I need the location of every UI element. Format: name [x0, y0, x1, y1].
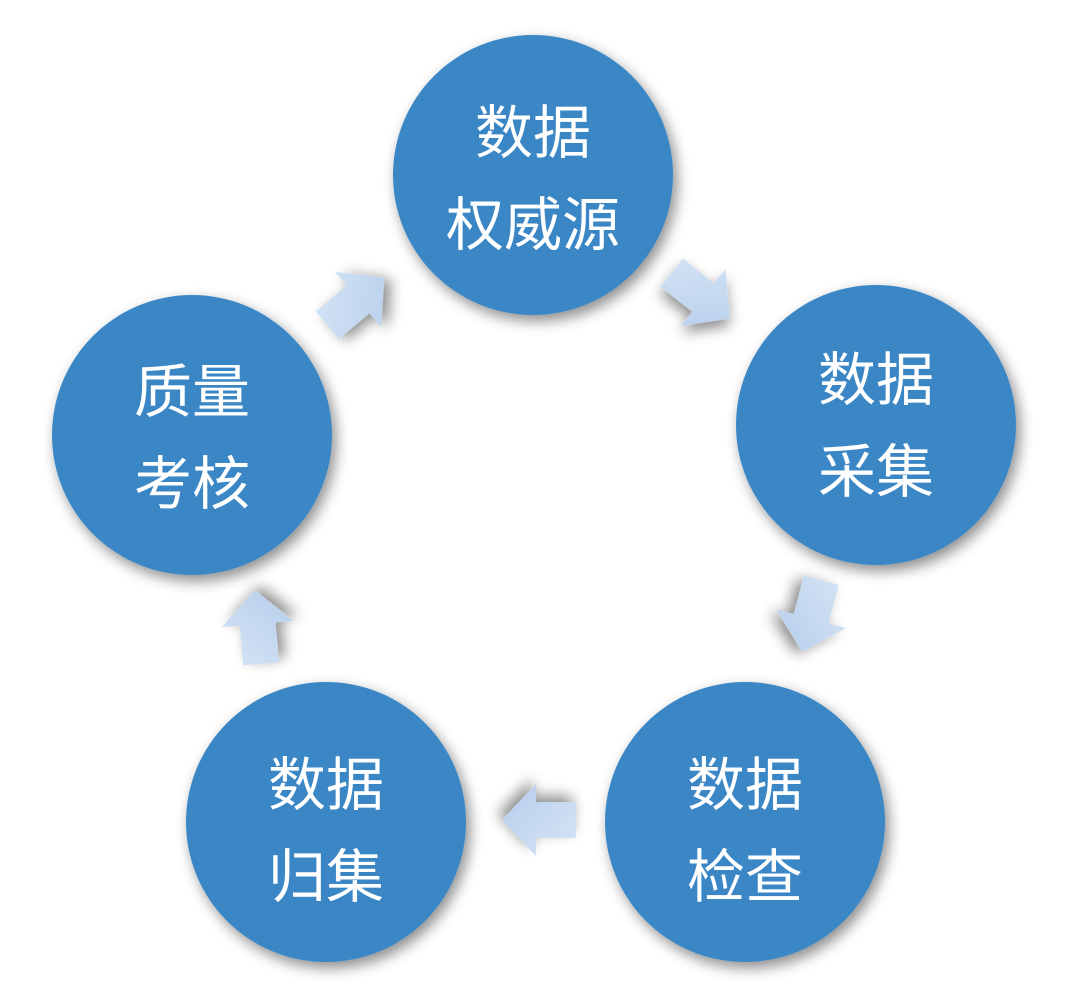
node-label: 采集 — [818, 438, 934, 506]
node-label: 权威源 — [446, 191, 620, 259]
arrow-icon — [221, 590, 294, 666]
node-data-aggregation: 数据 归集 — [186, 682, 466, 962]
node-label: 质量 — [134, 358, 250, 426]
node-quality-assessment: 质量 考核 — [52, 295, 332, 575]
node-label: 数据 — [475, 99, 591, 167]
arrow-icon — [315, 271, 385, 339]
node-label: 考核 — [134, 450, 250, 518]
arrow-icon — [660, 258, 730, 326]
node-label: 归集 — [268, 843, 384, 911]
node-data-check: 数据 检查 — [605, 682, 885, 962]
arrow-icon — [502, 784, 576, 856]
node-data-collection: 数据 采集 — [736, 285, 1016, 565]
node-label: 数据 — [268, 751, 384, 819]
node-authoritative-source: 数据 权威源 — [393, 35, 673, 315]
node-label: 数据 — [687, 751, 803, 819]
arrow-icon — [776, 575, 846, 652]
node-label: 检查 — [687, 843, 803, 911]
node-label: 数据 — [818, 346, 934, 414]
